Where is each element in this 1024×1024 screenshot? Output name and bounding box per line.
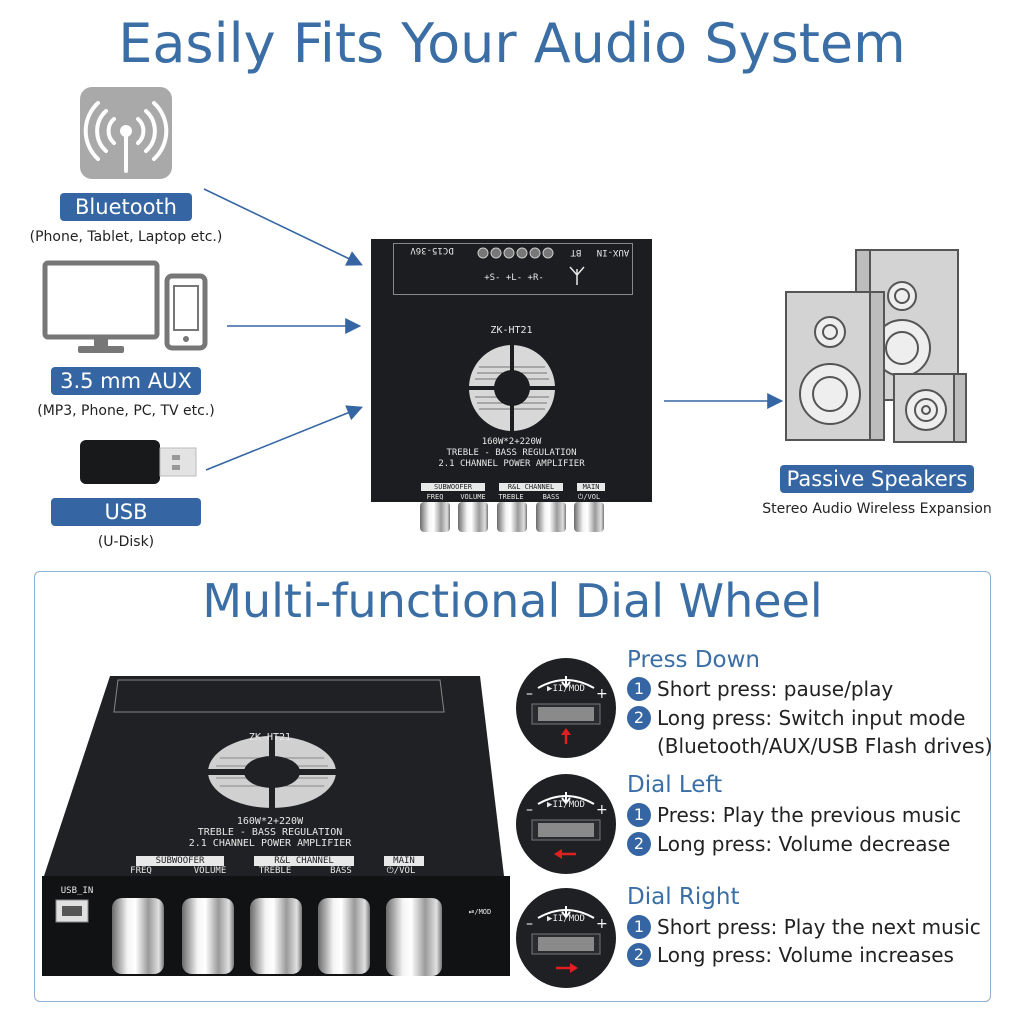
number-badge: 1 [627,915,651,939]
wireless-antenna-icon [80,87,172,179]
dial-right-line-2: 2 Long press: Volume increases [627,943,954,967]
passive-speakers-label: Passive Speakers [780,465,974,493]
bluetooth-label: Bluetooth [60,193,192,221]
number-badge: 1 [627,677,651,701]
dial-label-2: ▶II/MOD [547,800,585,810]
bottom-knob-treble[interactable] [250,898,302,974]
dial-left-line-2: 2 Long press: Volume decrease [627,832,950,856]
bottom-rl-label: R&L CHANNEL [254,856,354,866]
knob-main-vol[interactable] [574,502,604,532]
dial-press-down-icon: – + ▶II/MOD [516,658,616,758]
knob-bass[interactable] [536,502,566,532]
heatsink [467,343,557,433]
bottom-regulation-label: TREBLE - BASS REGULATION [197,827,343,838]
channel-label: 2.1 CHANNEL POWER AMPLIFIER [438,459,585,469]
dial-left-text-1: Press: Play the previous music [657,803,961,827]
dial-right-text-1: Short press: Play the next music [657,915,981,939]
bottom-knob-label-treble: TREBLE [258,866,292,876]
dial-label-1: ▶II/MOD [547,684,585,694]
main-label: MAIN [577,483,605,491]
dial-right-icon: – + ▶II/MOD [516,888,616,988]
knob-label-volume: VOLUME [460,493,486,501]
terminal-label: +S- +L- +R- [484,273,544,283]
speakers-icon [782,248,972,444]
knob-freq[interactable] [420,502,450,532]
bottom-knob-freq[interactable] [112,898,164,974]
bottom-knob-label-freq: FREQ [130,866,152,876]
regulation-label: TREBLE - BASS REGULATION [446,448,577,458]
press-down-line-2: 2 Long press: Switch input mode [627,706,965,730]
svg-text:–: – [526,916,533,932]
bt-label: BT [570,247,582,257]
dial-left-text-2: Long press: Volume decrease [657,832,951,856]
model-label: ZK-HT21 [490,325,533,336]
usb-stick-icon [80,438,200,486]
bluetooth-caption: (Phone, Tablet, Laptop etc.) [29,229,223,245]
amplifier-board-bottom: ZK-HT21 160W*2+220W TREBLE - BASS REGULA… [40,676,514,982]
dial-title: Multi-functional Dial Wheel [202,574,823,628]
dial-panel [34,571,991,1002]
dial-right-text-2: Long press: Volume increases [657,943,954,967]
bottom-model-label: ZK-HT21 [248,732,292,743]
svg-text:+: + [596,916,608,932]
dial-label-3: ▶II/MOD [547,914,585,924]
press-down-line-1: 1 Short press: pause/play [627,677,893,701]
number-badge: 2 [627,943,651,967]
svg-text:–: – [526,802,533,818]
antenna-icon [567,263,587,287]
knob-label-vol: ⏻/VOL [577,493,601,501]
bottom-knob-label-bass: BASS [330,866,352,876]
usb-label: USB [51,498,201,526]
passive-speakers-caption: Stereo Audio Wireless Expansion [762,501,992,517]
press-down-text-3: (Bluetooth/AUX/USB Flash drives) [657,734,993,758]
amplifier-board-top: DC15-36V +S- +L- +R- BT AUX-IN ZK-HT21 1… [371,239,652,502]
bottom-sub-label: SUBWOOFER [136,856,224,866]
bottom-knob-bass[interactable] [318,898,370,974]
bottom-channel-label: 2.1 CHANNEL POWER AMPLIFIER [188,838,352,849]
dial-left-line-1: 1 Press: Play the previous music [627,803,961,827]
dial-left-icon: – + ▶II/MOD [516,774,616,874]
press-down-text-2: Long press: Switch input mode [657,706,966,730]
aux-label: 3.5 mm AUX [51,367,201,395]
press-down-line-3: (Bluetooth/AUX/USB Flash drives) [657,734,992,758]
monitor-phone-icon [42,260,212,360]
terminal-screws [475,245,555,259]
number-badge: 2 [627,706,651,730]
knob-label-bass: BASS [542,493,560,501]
bottom-knob-volume[interactable] [182,898,234,974]
aux-caption: (MP3, Phone, PC, TV etc.) [37,403,215,419]
bottom-knob-label-vol: ⏻/VOL [386,866,416,876]
signal-arrows [203,188,784,471]
bottom-knob-main-vol[interactable] [386,898,442,976]
bottom-power-label: 160W*2+220W [236,816,304,827]
page-title: Easily Fits Your Audio System [118,12,906,75]
press-down-text-1: Short press: pause/play [657,677,894,701]
bottom-main-label: MAIN [384,856,424,866]
bottom-knob-label-volume: VOLUME [193,866,227,876]
subwoofer-label: SUBWOOFER [421,483,485,491]
knob-volume[interactable] [458,502,488,532]
dial-right-line-1: 1 Short press: Play the next music [627,915,981,939]
number-badge: 2 [627,832,651,856]
knob-label-treble: TREBLE [498,493,524,501]
svg-text:+: + [596,802,608,818]
dial-right-title: Dial Right [627,884,740,910]
press-down-title: Press Down [627,647,761,673]
dc-label: DC15-36V [410,245,454,255]
connector-strip [393,243,633,295]
bottom-mod-label: ⏯/MOD [468,908,492,916]
svg-text:–: – [526,686,533,702]
knob-label-freq: FREQ [426,493,444,501]
number-badge: 1 [627,803,651,827]
knob-treble[interactable] [497,502,527,532]
aux-in-label: AUX-IN [596,247,630,257]
rl-channel-label: R&L CHANNEL [499,483,563,491]
power-label: 160W*2+220W [481,437,542,447]
usb-caption: (U-Disk) [97,534,155,550]
dial-left-title: Dial Left [627,772,723,798]
svg-text:+: + [596,686,608,702]
usb-in-label: USB_IN [60,886,94,896]
